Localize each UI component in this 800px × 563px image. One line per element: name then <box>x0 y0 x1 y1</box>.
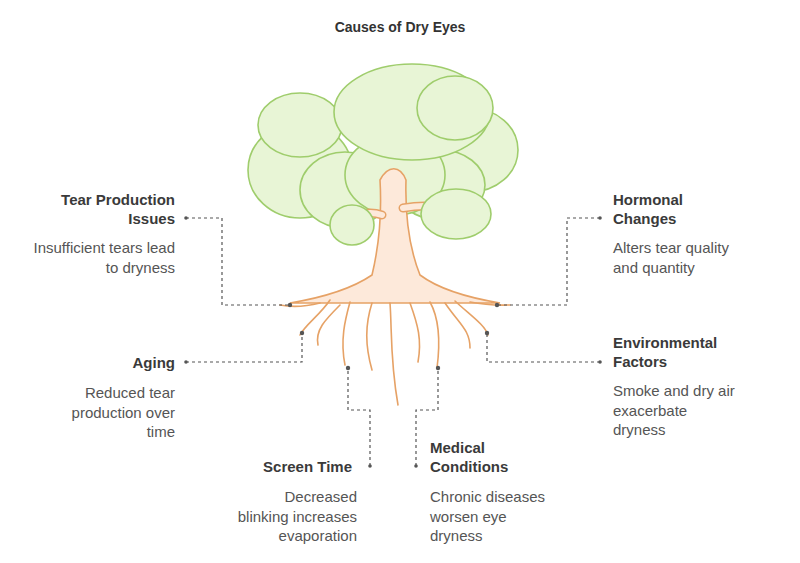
cause-heading: Environmental Factors <box>613 333 753 371</box>
cause-description: Reduced tear production over time <box>57 383 175 442</box>
cause-description: Smoke and dry air exacerbate dryness <box>613 381 740 440</box>
cause-description: Decreased blinking increases evaporation <box>232 487 357 546</box>
cause-heading: Screen Time <box>222 457 352 476</box>
leader-lines <box>186 218 600 466</box>
cause-description: Alters tear quality and quantity <box>613 238 753 277</box>
cause-heading: Aging <box>70 353 175 372</box>
cause-description: Insufficient tears lead to dryness <box>30 238 175 277</box>
cause-description: Chronic diseases worsen eye dryness <box>430 487 555 546</box>
cause-heading: Hormonal Changes <box>613 190 713 228</box>
cause-heading: Tear Production Issues <box>30 190 175 228</box>
diagram-title: Causes of Dry Eyes <box>0 19 800 35</box>
cause-heading: Medical Conditions <box>430 438 525 476</box>
leader-dots <box>184 216 602 468</box>
